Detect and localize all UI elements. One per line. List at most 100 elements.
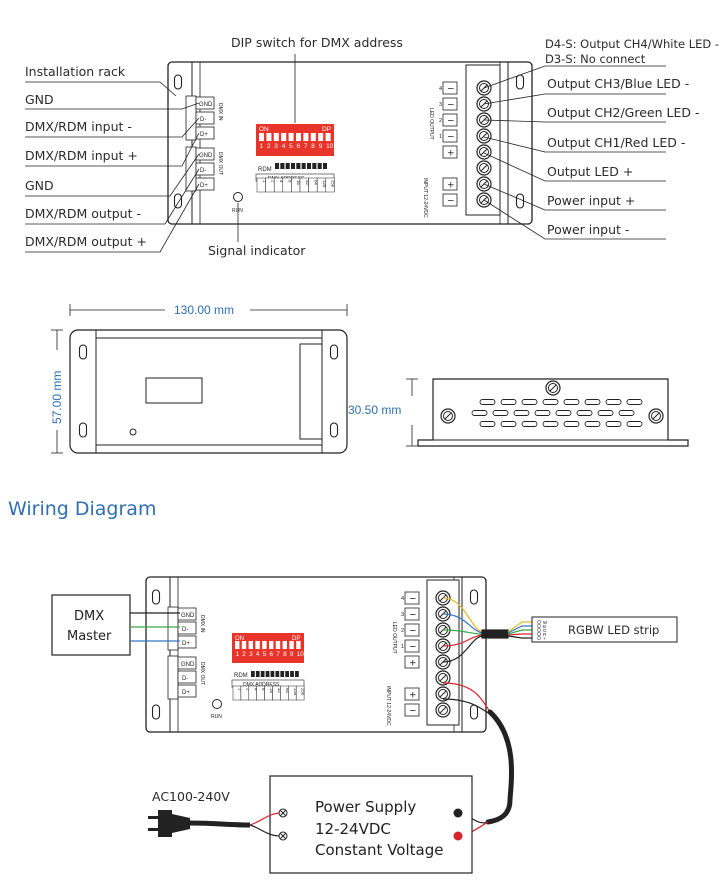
- dip-number: 6: [270, 651, 274, 658]
- dip-dp-label: DP: [322, 126, 331, 133]
- rdm-key: [295, 671, 299, 677]
- terminal-polarity: −: [409, 595, 417, 605]
- callout-power-minus: Power input -: [547, 222, 629, 237]
- dip-key: [281, 133, 287, 141]
- dip-number: 7: [304, 143, 308, 150]
- mount-hole-icon: [329, 422, 339, 438]
- terminal-label: D-: [182, 676, 188, 682]
- address-value: 8: [288, 180, 293, 183]
- dip-key: [259, 133, 264, 141]
- rdm-key: [306, 163, 312, 169]
- terminal-polarity: −: [409, 611, 417, 621]
- strip-pin-label: B: [543, 624, 546, 629]
- address-value: 8: [261, 688, 266, 691]
- dip-number: 8: [283, 651, 287, 658]
- callout-ch3: Output CH3/Blue LED -: [547, 76, 689, 91]
- rdm-key: [301, 163, 306, 169]
- channel-number: 1: [439, 134, 442, 140]
- dip-number: 1: [236, 651, 240, 658]
- address-value: 4: [279, 180, 284, 183]
- dip-number: 1: [260, 143, 264, 150]
- vent-slot: [479, 399, 496, 405]
- dimension-height: 57.00 mm: [50, 329, 64, 454]
- psu-terminal-positive-icon: [453, 831, 463, 841]
- run-led-icon: [212, 699, 222, 709]
- rdm-key: [255, 671, 260, 677]
- width-dimension: 130.00 mm: [174, 303, 234, 317]
- dip-number: 3: [249, 651, 253, 658]
- terminal-polarity-box: [404, 607, 420, 621]
- mount-hole-icon: [151, 589, 161, 605]
- psu-line3: Constant Voltage: [315, 841, 443, 859]
- dmx-master-line2: Master: [67, 629, 112, 644]
- callout-led-plus: Output LED +: [547, 164, 633, 179]
- rdm-key: [280, 671, 285, 677]
- channel-number: 3: [401, 612, 404, 618]
- dip-on-label: ON: [235, 636, 244, 642]
- mount-hole-icon: [78, 344, 88, 360]
- vent-slot: [513, 410, 530, 416]
- terminal-polarity-box: [442, 97, 458, 111]
- left-callouts: Installation rack GND DMX/RDM input - DM…: [25, 64, 200, 253]
- callout-d3s: D3-S: No connect: [545, 52, 646, 66]
- terminal-polarity: −: [447, 117, 455, 127]
- dip-key: [318, 133, 324, 141]
- rdm-key: [285, 163, 290, 169]
- rdm-key: [270, 671, 275, 677]
- channel-number: 2: [439, 118, 442, 124]
- screw-icon: [545, 380, 561, 396]
- vent-slot: [500, 421, 517, 427]
- vent-slot: [584, 421, 601, 427]
- dip-number: 2: [242, 651, 246, 658]
- top-device: GND D- D+ DMX IN GND D- D+ DMX OUT ON DP…: [167, 61, 533, 225]
- dip-number: 3: [274, 143, 278, 150]
- terminal-label: GND: [199, 102, 213, 108]
- terminal-polarity-box: [404, 639, 420, 653]
- dip-key: [262, 641, 267, 649]
- vent-slot: [492, 410, 509, 416]
- terminal-polarity: −: [447, 133, 455, 143]
- screw-icon: [648, 408, 664, 424]
- led-output-label: LED OUTPUT: [391, 622, 397, 654]
- terminal-polarity-box: [442, 113, 458, 127]
- terminal-label: D+: [200, 183, 208, 189]
- address-value: 2: [270, 180, 275, 183]
- strip-pin-icon: [537, 628, 541, 632]
- channel-number: 2: [401, 628, 404, 634]
- vent-slot: [584, 399, 601, 405]
- address-value: 32: [277, 688, 282, 693]
- terminal-polarity-box: [442, 177, 458, 191]
- vent-slot: [605, 399, 622, 405]
- dip-key: [303, 133, 309, 141]
- vent-slot: [597, 410, 614, 416]
- address-value: 16: [269, 688, 274, 693]
- callout-ch1: Output CH1/Red LED -: [547, 135, 685, 150]
- address-value: 256: [301, 688, 306, 696]
- strip-pin-label: W: [543, 620, 548, 625]
- rdm-key: [285, 671, 290, 677]
- address-value: 1: [262, 180, 267, 183]
- address-value: 32: [305, 180, 310, 185]
- dip-key: [269, 641, 274, 649]
- ac-terminal-icon: [278, 808, 288, 818]
- address-value: 128: [322, 180, 327, 188]
- strip-pin-label: R: [543, 632, 547, 637]
- dip-key: [289, 641, 294, 649]
- terminal-polarity: −: [447, 85, 455, 95]
- strip-pin-icon: [537, 624, 541, 628]
- address-cell: [325, 177, 335, 193]
- psu-terminal-negative-icon: [453, 808, 463, 818]
- terminal-polarity: −: [447, 101, 455, 111]
- callout-dmx-out-plus: DMX/RDM output +: [25, 234, 147, 249]
- vent-slot: [471, 410, 488, 416]
- dip-key: [255, 641, 260, 649]
- vent-slot: [500, 399, 517, 405]
- terminal-polarity-box: [442, 129, 458, 143]
- mount-hole-icon: [469, 589, 479, 605]
- mount-hole-icon: [151, 704, 161, 720]
- dip-number: 4: [282, 143, 286, 150]
- strip-pin-icon: [537, 620, 541, 624]
- address-value: 16: [296, 180, 301, 185]
